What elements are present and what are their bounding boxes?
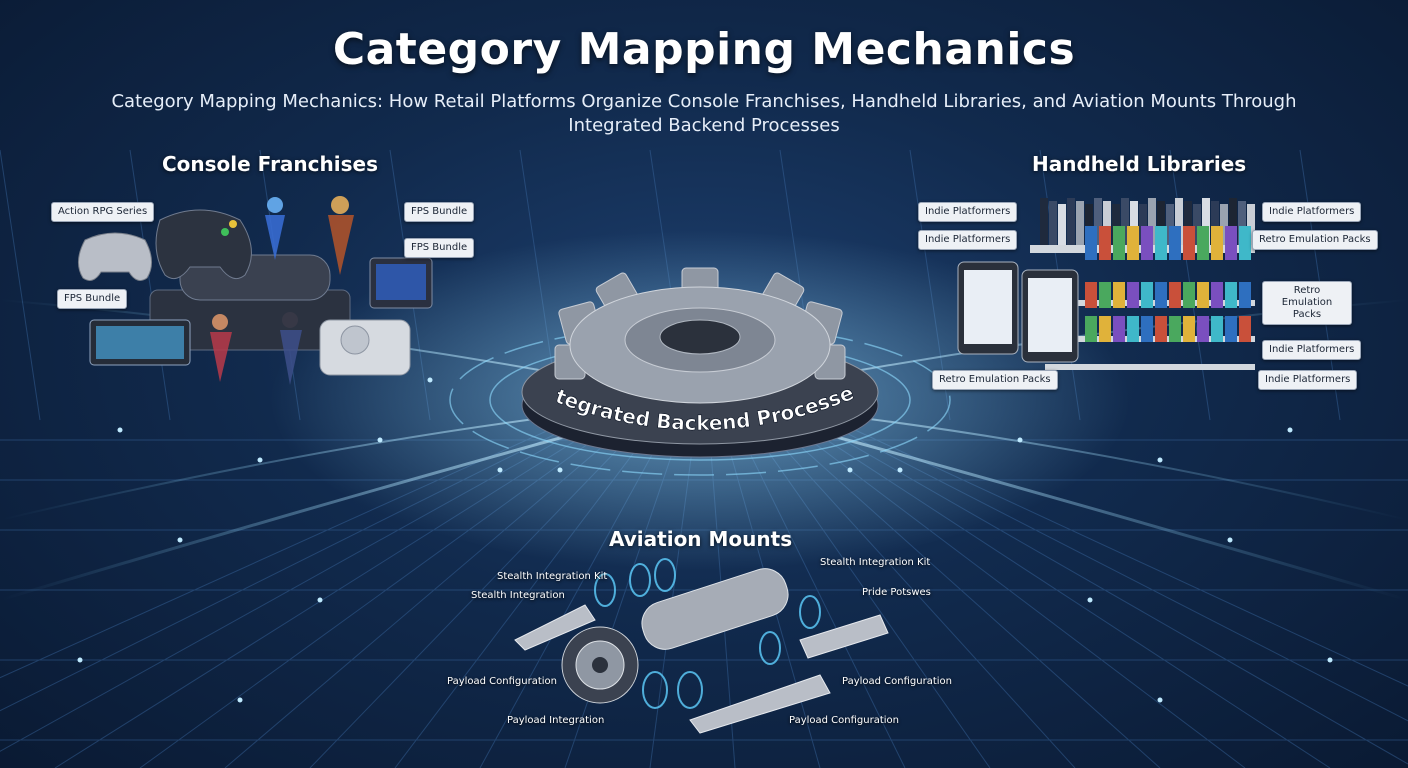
network-node-dot (497, 467, 503, 473)
handheld-libraries-title: Handheld Libraries (1032, 152, 1247, 176)
network-node-dot (77, 657, 83, 663)
tag-retro-emulation-packs: Retro Emulation Packs (1262, 281, 1352, 325)
network-node-dot (897, 467, 903, 473)
network-node-dot (847, 467, 853, 473)
tag-indie-platformers: Indie Platformers (1262, 340, 1362, 360)
network-node-dot (237, 697, 243, 703)
network-node-dot (1157, 457, 1163, 463)
grid-line (129, 149, 171, 421)
aviation-mounts-title: Aviation Mounts (609, 527, 793, 551)
tag-fps-bundle: FPS Bundle (57, 289, 128, 309)
network-node-dot (1017, 437, 1023, 443)
tag-retro-emulation-packs: Retro Emulation Packs (932, 370, 1058, 390)
tag-retro-emulation-packs: Retro Emulation Packs (1252, 230, 1378, 250)
hub-label-arc: Integrated Backend Processes (520, 360, 857, 435)
network-node-dot (1327, 657, 1333, 663)
label-payload-integration: Payload Integration (507, 715, 605, 726)
tag-indie-platformers: Indie Platformers (918, 202, 1018, 222)
console-franchises-title: Console Franchises (162, 152, 378, 176)
network-node-dot (377, 437, 383, 443)
page-subtitle: Category Mapping Mechanics: How Retail P… (111, 91, 1297, 136)
label-pride-potswes: Pride Potswes (862, 587, 931, 598)
label-payload-configuration: Payload Configuration (789, 715, 899, 726)
network-node-dot (317, 597, 323, 603)
hub-label: Integrated Backend Processes (520, 360, 857, 435)
network-node-dot (177, 537, 183, 543)
label-payload-configuration: Payload Configuration (842, 676, 952, 687)
network-node-dot (1087, 597, 1093, 603)
network-node-dot (257, 457, 263, 463)
network-node-dot (1287, 427, 1293, 433)
label-stealth-integration-kit: Stealth Integration Kit (820, 557, 931, 568)
network-node-dot (1157, 697, 1163, 703)
network-node-dot (1227, 537, 1233, 543)
tag-indie-platformers: Indie Platformers (1258, 370, 1358, 390)
tag-fps-bundle: FPS Bundle (404, 202, 475, 222)
network-node-dot (427, 377, 433, 383)
grid-line (1169, 149, 1211, 421)
label-stealth-integration: Stealth Integration (471, 590, 565, 601)
tag-indie-platformers: Indie Platformers (918, 230, 1018, 250)
tag-indie-platformers: Indie Platformers (1262, 202, 1362, 222)
tag-action-rpg-series: Action RPG Series (51, 202, 155, 222)
network-node-dot (117, 427, 123, 433)
grid-line (0, 149, 41, 421)
tag-fps-bundle: FPS Bundle (404, 238, 475, 258)
label-stealth-integration-kit: Stealth Integration Kit (497, 571, 608, 582)
page-title: Category Mapping Mechanics (332, 24, 1076, 75)
network-node-dot (557, 467, 563, 473)
svg-text:Integrated Backend Processes: Integrated Backend Processes (520, 360, 857, 435)
label-payload-configuration: Payload Configuration (447, 676, 557, 687)
